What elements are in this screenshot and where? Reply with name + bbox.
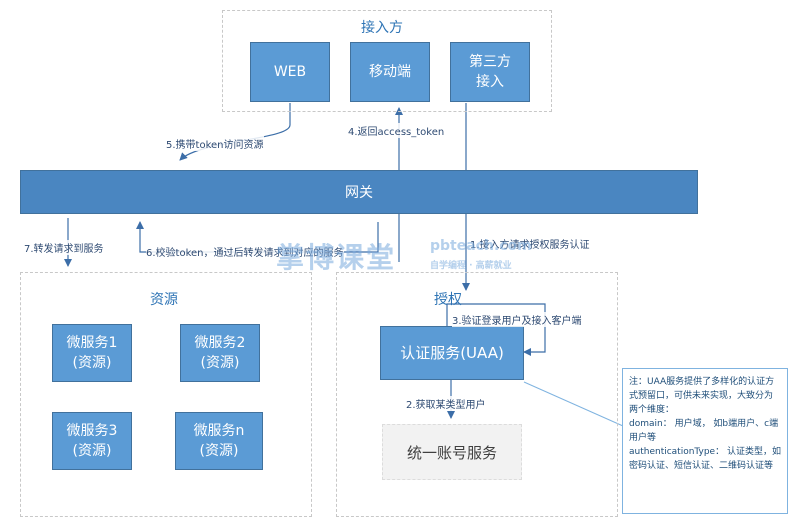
watermark-slogan: 自学编程 · 高薪就业	[430, 261, 512, 271]
step-1-label: 1.接入方请求授权服务认证	[470, 236, 590, 251]
microservice-1-box: 微服务1 (资源)	[52, 324, 132, 382]
uaa-service-box: 认证服务(UAA)	[380, 326, 524, 380]
step-2-label: 2.获取某类型用户	[406, 396, 486, 411]
uaa-note: 注：UAA服务提供了多样化的认证方式预留口，可供未来实现，大致分为两个维度： d…	[622, 368, 788, 514]
gateway-bar: 网关	[20, 170, 698, 214]
resource-region	[20, 272, 312, 517]
microservice-n-box: 微服务n (资源)	[175, 412, 263, 470]
watermark-brand: 掌博课堂	[276, 241, 397, 274]
step-4-label: 4.返回access_token	[348, 123, 445, 138]
step-6-label: 6.校验token，通过后转发请求到对应的服务	[146, 244, 344, 259]
note-connector	[523, 381, 633, 431]
account-service-box: 统一账号服务	[382, 424, 522, 480]
client-region	[222, 10, 552, 112]
step-3-label: 3.验证登录用户及接入客户端	[452, 312, 582, 327]
microservice-3-box: 微服务3 (资源)	[52, 412, 132, 470]
watermark-site: pbteach.com	[430, 238, 532, 254]
auth-region-title: 授权	[434, 292, 462, 308]
step-5-label: 5.携带token访问资源	[166, 136, 264, 151]
step-7-label: 7.转发请求到服务	[24, 240, 104, 255]
client-region-title: 接入方	[361, 20, 403, 36]
mobile-client-box: 移动端	[350, 42, 430, 102]
microservice-2-box: 微服务2 (资源)	[180, 324, 260, 382]
resource-region-title: 资源	[150, 292, 178, 308]
arrow-step-3	[446, 303, 546, 356]
third-party-client-box: 第三方 接入	[450, 42, 530, 102]
auth-region	[336, 272, 618, 517]
web-client-box: WEB	[250, 42, 330, 102]
